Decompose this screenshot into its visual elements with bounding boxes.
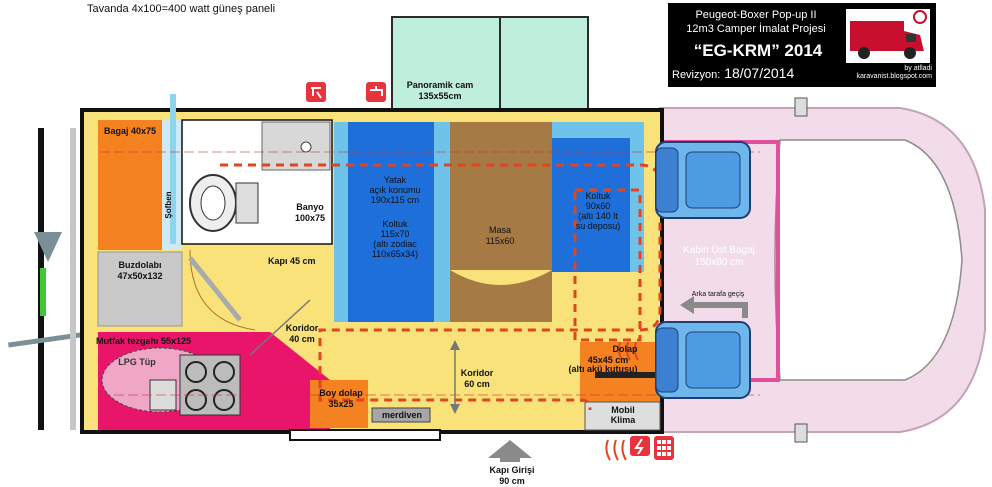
keypad-icon: [654, 436, 674, 460]
title-box: Peugeot-Boxer Pop-up II 12m3 Camper İmal…: [668, 3, 936, 87]
faucet-icon: [366, 82, 386, 102]
arrow-up-icon: [488, 440, 532, 462]
air-conditioner: [584, 401, 661, 431]
label-koridor1-name: Koridor: [285, 323, 319, 333]
label-mobil-klima: Mobil Klima: [610, 405, 636, 425]
van-picture: [846, 9, 930, 63]
label-dolap-size: 45x45 cm: [587, 355, 629, 365]
storage-bagaj: [98, 120, 162, 250]
label-masa-size: 115x60: [485, 236, 515, 246]
label-lpg: LPG Tüp: [118, 357, 156, 367]
label-arka-gecis: Arka tarafa geçiş: [691, 291, 745, 298]
seat-right: [552, 122, 644, 272]
label-koltuk-right: Koltuk 90x60 (altı 140 lt su deposu): [575, 191, 621, 231]
label-bagaj: Bagaj 40x75: [104, 126, 157, 136]
revision: Revizyon: 18/07/2014: [672, 65, 794, 81]
project-name: “EG-KRM” 2014: [693, 41, 823, 60]
walkway-route: [220, 163, 662, 411]
label-kapi-girisi-size: 90 cm: [499, 476, 525, 486]
fridge: [97, 251, 183, 327]
credit-line-1: by atlladi: [904, 65, 932, 72]
label-boy-dolap-name: Boy dolap: [319, 388, 363, 398]
label-banyo-name: Banyo: [296, 202, 324, 212]
label-koltuk-left: Koltuk 115x70 (altı zodiac 110x65x34): [371, 219, 419, 259]
label-buzdolabi-size: 47x50x132: [117, 271, 163, 281]
title-line-1: Peugeot-Boxer Pop-up II: [695, 9, 817, 21]
step-merdiven: [371, 407, 431, 423]
label-kapi: Kapı 45 cm: [268, 256, 316, 266]
label-banyo-size: 100x75: [294, 213, 326, 223]
label-merdiven: merdiven: [381, 410, 423, 420]
label-sofben: Şofben: [164, 191, 173, 219]
revision-label: Revizyon:: [672, 69, 721, 81]
label-panoramic-name: Panoramik cam: [406, 80, 474, 90]
label-koridor2-size: 60 cm: [464, 379, 490, 389]
heat-vent-icon: [605, 341, 639, 461]
label-boy-dolap-size: 35x25: [328, 399, 354, 409]
label-koridor1-size: 40 cm: [289, 334, 315, 344]
credit-line-2: karavanist.blogspot.com: [856, 73, 932, 80]
cab-seat-driver: [655, 141, 751, 219]
label-dolap-name: Dolap: [612, 344, 638, 354]
label-kapi-girisi-name: Kapı Girişi: [489, 465, 535, 475]
label-kabin-ust: Kabin Üst Bagaj 150x80 cm: [683, 245, 755, 268]
label-koridor2-name: Koridor: [460, 368, 494, 378]
seat-left: [334, 122, 452, 322]
shower-icon: [306, 82, 326, 102]
label-mutfak: Mutfak tezgahı 55x125: [96, 336, 192, 346]
label-dolap-note: (altı akü kutusu): [568, 364, 638, 374]
label-buzdolabi-name: Buzdolabı: [118, 260, 162, 270]
label-panoramic-size: 135x55cm: [418, 91, 462, 101]
label-masa-name: Masa: [488, 225, 511, 235]
cab-seat-passenger: [655, 321, 751, 399]
panoramic-window: [391, 16, 589, 110]
bike-rack: [7, 128, 88, 430]
arrow-left-icon: [680, 296, 748, 318]
solar-note: Tavanda 4x100=400 watt güneş paneli: [87, 3, 276, 15]
title-line-2: 12m3 Camper İmalat Projesi: [686, 23, 826, 35]
revision-date: 18/07/2014: [724, 65, 795, 81]
electric-plug-icon: [630, 436, 650, 456]
label-yatak: Yatak açık konumu 190x115 cm: [369, 175, 421, 205]
